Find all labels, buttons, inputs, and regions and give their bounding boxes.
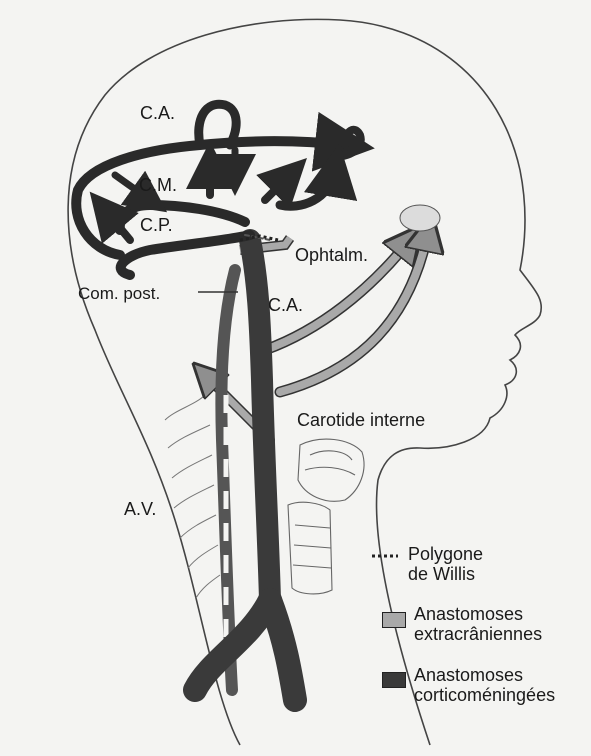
legend-extra-line2: extracrâniennes <box>414 625 542 643</box>
legend-extra-line1: Anastomoses <box>414 605 523 623</box>
label-ca-top: C.A. <box>140 104 175 122</box>
label-cp: C.P. <box>140 216 173 234</box>
legend-willis-line2: de Willis <box>408 565 475 583</box>
label-av: A.V. <box>124 500 156 518</box>
legend-extracraniennes-swatch <box>382 612 406 628</box>
label-cm: C.M. <box>139 176 177 194</box>
larynx-sketch <box>288 439 364 594</box>
label-com-post: Com. post. <box>78 285 160 302</box>
label-ophtalm: Ophtalm. <box>295 246 368 264</box>
legend-corticomeningees-swatch <box>382 672 406 688</box>
spine-sketch <box>165 395 220 598</box>
legend-cortico-line1: Anastomoses <box>414 666 523 684</box>
legend-cortico-line2: corticoméningées <box>414 686 555 704</box>
legend-willis-line1: Polygone <box>408 545 483 563</box>
vertebral-artery <box>221 270 235 690</box>
label-carotide-interne: Carotide interne <box>297 411 425 429</box>
label-ca-mid: C.A. <box>268 296 303 314</box>
